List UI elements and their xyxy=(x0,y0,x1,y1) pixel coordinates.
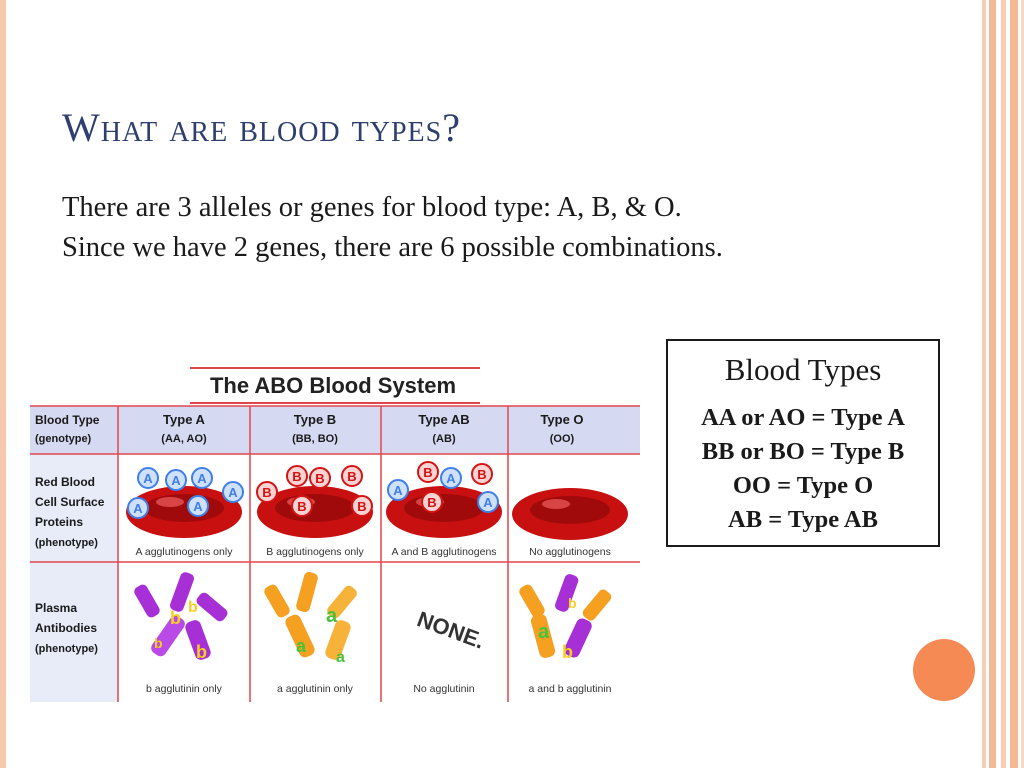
col-header-type-o: Type O xyxy=(540,412,583,427)
svg-text:a: a xyxy=(296,636,307,656)
antigen-b-icon: B xyxy=(291,495,313,517)
row-label-genotype: (genotype) xyxy=(35,433,92,445)
antigen-a-icon: A xyxy=(477,491,499,513)
antigen-a-icon: A xyxy=(222,481,244,503)
svg-text:B: B xyxy=(262,485,271,500)
antibody-caption-o: a and b agglutinin xyxy=(529,683,612,695)
svg-text:b: b xyxy=(170,608,181,628)
antigen-a-icon: A xyxy=(191,467,213,489)
antibody-a-cluster: a a a xyxy=(264,571,357,666)
blood-type-line: BB or BO = Type B xyxy=(701,438,905,465)
svg-text:A: A xyxy=(393,483,403,498)
row-label-plasma: Plasma xyxy=(35,601,77,615)
col-genotype-b: (BB, BO) xyxy=(292,433,338,445)
svg-text:b: b xyxy=(562,642,573,662)
antigen-b-icon: B xyxy=(421,491,443,513)
antigen-a-icon: A xyxy=(440,467,462,489)
svg-text:a: a xyxy=(336,649,345,666)
antibody-ab-cluster: a b b xyxy=(519,574,612,662)
antibody-caption-ab: No agglutinin xyxy=(413,683,474,695)
antigen-b-icon: B xyxy=(417,461,439,483)
abo-blood-system-figure: The ABO Blood System Blood Type (genotyp… xyxy=(30,362,642,702)
abo-heading: The ABO Blood System xyxy=(210,373,456,398)
cell-caption-b: B agglutinogens only xyxy=(266,546,364,558)
svg-text:b: b xyxy=(188,599,198,616)
decorative-stripes xyxy=(976,0,1024,768)
blood-types-box: Blood Types AA or AO = Type A BB or BO =… xyxy=(666,339,940,547)
svg-text:b: b xyxy=(154,635,163,651)
svg-text:B: B xyxy=(292,469,301,484)
antigen-a-icon: A xyxy=(137,467,159,489)
svg-text:B: B xyxy=(297,499,306,514)
row-label-proteins: Proteins xyxy=(35,515,83,529)
svg-text:B: B xyxy=(477,467,486,482)
blood-type-line: AA or AO = Type A xyxy=(701,404,905,431)
svg-text:a: a xyxy=(538,621,550,643)
row-label-cell-surface: Cell Surface xyxy=(35,495,105,509)
col-header-type-a: Type A xyxy=(163,412,206,427)
antigen-a-icon: A xyxy=(165,469,187,491)
antigen-b-icon: B xyxy=(471,463,493,485)
row-label-phenotype-2: (phenotype) xyxy=(35,643,98,655)
row-label-blood-type: Blood Type xyxy=(35,413,100,427)
antigen-b-icon: B xyxy=(286,465,308,487)
svg-text:B: B xyxy=(347,469,356,484)
antigen-a-icon: A xyxy=(127,497,149,519)
svg-text:A: A xyxy=(483,495,493,510)
svg-text:A: A xyxy=(446,471,456,486)
slide-left-border xyxy=(0,0,6,768)
antibody-b-cluster: b b b b xyxy=(134,572,228,662)
cell-caption-ab: A and B agglutinogens xyxy=(391,546,496,558)
cell-caption-a: A agglutinogens only xyxy=(136,546,234,558)
blood-types-list: AA or AO = Type A BB or BO = Type B OO =… xyxy=(668,401,938,537)
svg-text:A: A xyxy=(197,471,207,486)
col-header-type-ab: Type AB xyxy=(418,412,469,427)
svg-text:B: B xyxy=(427,495,436,510)
col-header-type-b: Type B xyxy=(294,412,336,427)
antigen-a-icon: A xyxy=(387,479,409,501)
svg-text:A: A xyxy=(193,499,203,514)
antigen-b-icon: B xyxy=(256,481,278,503)
antigen-b-icon: B xyxy=(309,467,331,489)
antigen-b-icon: B xyxy=(351,495,373,517)
blood-type-line: OO = Type O xyxy=(732,472,874,499)
svg-text:b: b xyxy=(196,642,207,662)
blood-type-line: AB = Type AB xyxy=(728,506,878,533)
body-line-1: There are 3 alleles or genes for blood t… xyxy=(62,192,682,223)
svg-text:B: B xyxy=(357,499,366,514)
antigen-b-icon: B xyxy=(341,465,363,487)
antigen-a-icon: A xyxy=(187,495,209,517)
body-line-2: Since we have 2 genes, there are 6 possi… xyxy=(62,232,723,263)
svg-text:A: A xyxy=(171,473,181,488)
col-genotype-ab: (AB) xyxy=(432,433,456,445)
svg-text:A: A xyxy=(228,485,238,500)
svg-text:b: b xyxy=(568,595,577,611)
slide-body: There are 3 alleles or genes for blood t… xyxy=(62,188,942,268)
svg-text:B: B xyxy=(423,465,432,480)
antibody-caption-b: a agglutinin only xyxy=(277,683,354,695)
antibody-caption-a: b agglutinin only xyxy=(146,683,223,695)
row-label-red-blood: Red Blood xyxy=(35,475,95,489)
svg-text:A: A xyxy=(143,471,153,486)
svg-text:B: B xyxy=(315,471,324,486)
col-genotype-a: (AA, AO) xyxy=(161,433,207,445)
cell-caption-o: No agglutinogens xyxy=(529,546,611,558)
decorative-orange-circle xyxy=(913,639,975,701)
svg-text:A: A xyxy=(133,501,143,516)
svg-text:a: a xyxy=(326,605,338,627)
row-label-antibodies: Antibodies xyxy=(35,621,97,635)
blood-types-heading: Blood Types xyxy=(724,352,882,387)
red-blood-cell-type-o xyxy=(512,488,628,540)
row-label-phenotype-1: (phenotype) xyxy=(35,537,98,549)
slide-title: What are blood types? xyxy=(62,105,461,150)
col-genotype-o: (OO) xyxy=(550,433,575,445)
